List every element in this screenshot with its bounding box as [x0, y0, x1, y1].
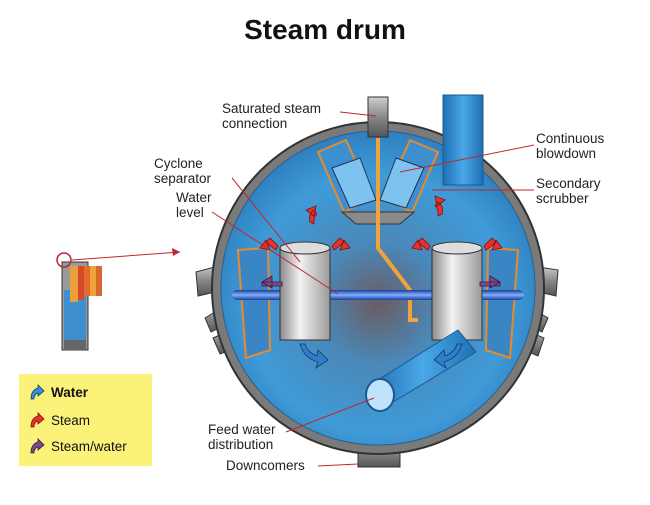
diagram-title: Steam drum	[244, 14, 406, 45]
label-line: connection	[222, 116, 288, 131]
water-arrow-icon	[30, 384, 45, 400]
steam-arrow-icon	[30, 412, 45, 428]
label-line: Cyclone	[154, 156, 203, 171]
blowdown-pipe	[442, 94, 484, 186]
label-line: Water	[176, 190, 212, 205]
label-continuous-blowdown: Continuous blowdown	[536, 131, 604, 161]
label-feed-water-distribution: Feed water distribution	[208, 422, 276, 452]
label-line: distribution	[208, 437, 274, 452]
cyclone-separator-left	[279, 241, 331, 341]
steam-water-arrows	[261, 275, 501, 289]
label-line: scrubber	[536, 191, 589, 206]
callout-arrowhead	[172, 248, 180, 256]
legend-label-water: Water	[51, 384, 89, 400]
legend-label-steam: Steam	[51, 412, 91, 428]
legend-item-water: Water	[27, 382, 88, 402]
cyclone-separator-right	[431, 241, 483, 341]
label-downcomers: Downcomers	[226, 458, 305, 473]
callout-lines	[71, 111, 535, 467]
legend-item-steam: Steam	[27, 410, 90, 430]
steam-water-arrow-icon	[30, 438, 45, 454]
label-cyclone-separator: Cyclone separator	[154, 156, 211, 186]
legend-label-steam-water: Steam/water	[51, 438, 127, 454]
feed-water-pipe	[365, 329, 477, 412]
water-arrows	[299, 343, 463, 369]
steam-arrows	[259, 195, 503, 251]
label-line: separator	[154, 171, 212, 186]
legend: Water Steam Steam/water	[19, 374, 152, 466]
label-line: Secondary	[536, 176, 601, 191]
label-secondary-scrubber: Secondary scrubber	[536, 176, 601, 206]
legend-item-steam-water: Steam/water	[27, 436, 127, 456]
left-baffle	[236, 246, 272, 360]
label-saturated-steam-connection: Saturated steam connection	[222, 101, 321, 131]
boiler-thumbnail	[56, 252, 102, 351]
label-water-level: Water level	[176, 190, 212, 220]
label-line: Feed water	[208, 422, 276, 437]
label-line: level	[176, 205, 204, 220]
label-line: Saturated steam	[222, 101, 322, 116]
label-line: Continuous	[536, 131, 605, 146]
label-line: blowdown	[536, 146, 597, 161]
steam-connection-pipe	[367, 96, 389, 138]
